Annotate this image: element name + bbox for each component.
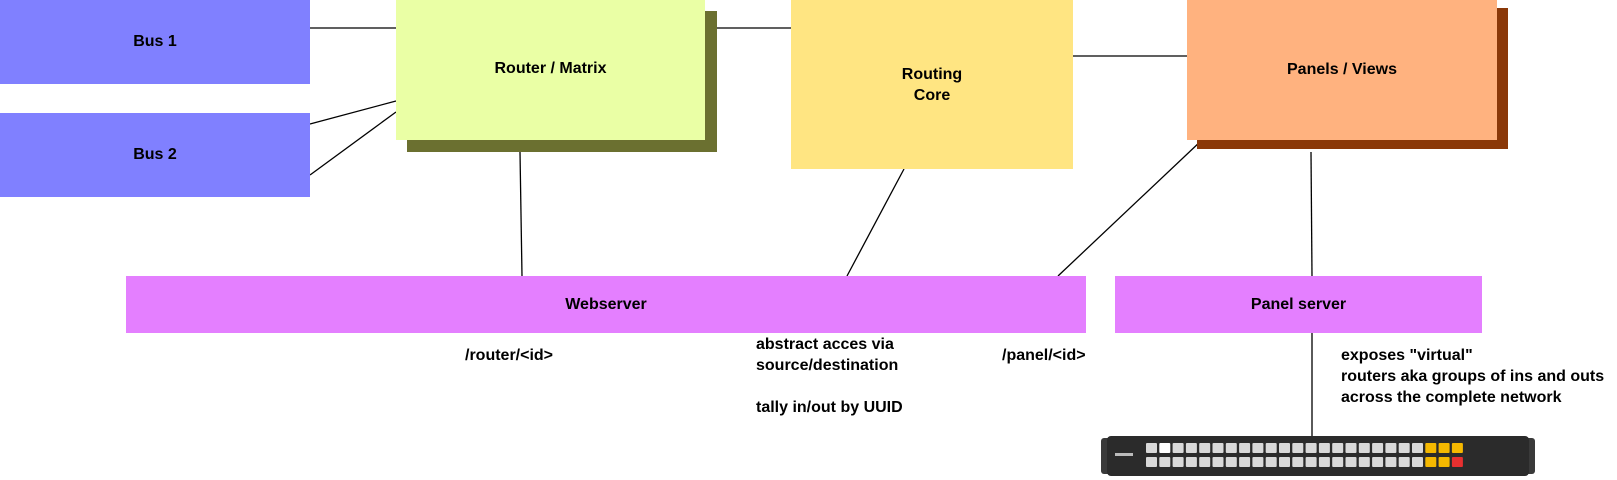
routing-core-node: Routing Core [791, 0, 1073, 169]
device-key [1146, 443, 1157, 453]
panels-views-label: Panels / Views [1287, 61, 1397, 78]
device-key [1425, 457, 1437, 467]
device-key [1212, 457, 1224, 467]
bus-2-label: Bus 2 [133, 146, 177, 163]
device-key [1212, 443, 1224, 453]
wire-bus2-router-a [309, 100, 397, 125]
device-key [1252, 457, 1264, 467]
device-key [1305, 457, 1317, 467]
bus-1-node: Bus 1 [0, 0, 310, 84]
device-key [1358, 443, 1370, 453]
device-key [1252, 443, 1264, 453]
device-key [1185, 457, 1197, 467]
exposes-annotation: exposes "virtual" routers aka groups of … [1341, 347, 1605, 406]
device-key [1332, 457, 1344, 467]
device-key [1172, 443, 1184, 453]
bus-1-label: Bus 1 [133, 33, 177, 50]
device-key [1172, 457, 1184, 467]
abstract-access-annotation: abstract acces via source/destination ta… [756, 336, 903, 416]
device-key [1239, 457, 1251, 467]
device-key [1398, 443, 1410, 453]
device-key [1372, 443, 1384, 453]
device-key [1279, 457, 1290, 467]
device-key [1185, 443, 1197, 453]
webserver-node: Webserver [126, 276, 1086, 333]
device-key [1345, 443, 1357, 453]
device-key [1358, 457, 1370, 467]
device-key [1318, 443, 1330, 453]
device-key [1451, 443, 1463, 453]
device-keys [1146, 443, 1463, 467]
panels-views-node: Panels / Views [1187, 0, 1497, 140]
wire-panels-panelserver [1310, 151, 1313, 277]
router-matrix-node: Router / Matrix [396, 0, 705, 140]
hardware-control-panel-image [1101, 436, 1535, 476]
device-key [1159, 457, 1171, 467]
device-key [1225, 443, 1237, 453]
device-key [1438, 443, 1450, 453]
router-matrix-label: Router / Matrix [494, 60, 607, 77]
device-key [1292, 457, 1304, 467]
device-key [1385, 443, 1397, 453]
device-key [1412, 457, 1423, 467]
device-body [1107, 436, 1529, 476]
device-key [1305, 443, 1317, 453]
device-key [1146, 457, 1157, 467]
device-logo [1115, 453, 1133, 456]
device-key [1398, 457, 1410, 467]
wire-bus2-router-b [309, 111, 397, 176]
wire-router-webserver [519, 151, 523, 277]
panel-server-label: Panel server [1250, 295, 1347, 313]
wire-core-webserver [846, 168, 905, 277]
device-key [1345, 457, 1357, 467]
device-key [1451, 457, 1463, 467]
routing-core-label: Routing Core [901, 65, 963, 104]
device-key [1265, 457, 1277, 467]
device-key [1385, 457, 1397, 467]
wire-panels-webserver [1057, 139, 1203, 277]
panel-server-node: Panel server [1115, 276, 1482, 333]
device-key [1279, 443, 1290, 453]
device-key [1438, 457, 1450, 467]
device-key [1265, 443, 1277, 453]
device-key [1372, 457, 1384, 467]
device-key [1199, 457, 1211, 467]
webserver-label: Webserver [565, 295, 647, 313]
device-key [1239, 443, 1251, 453]
bus-2-node: Bus 2 [0, 113, 310, 197]
device-key [1425, 443, 1437, 453]
device-key [1159, 443, 1171, 453]
device-key [1199, 443, 1211, 453]
router-path-annotation: /router/<id> [465, 347, 554, 364]
panel-path-annotation: /panel/<id> [1002, 347, 1086, 364]
device-key [1292, 443, 1304, 453]
device-key [1225, 457, 1237, 467]
device-key [1318, 457, 1330, 467]
device-key [1412, 443, 1423, 453]
device-key [1332, 443, 1344, 453]
